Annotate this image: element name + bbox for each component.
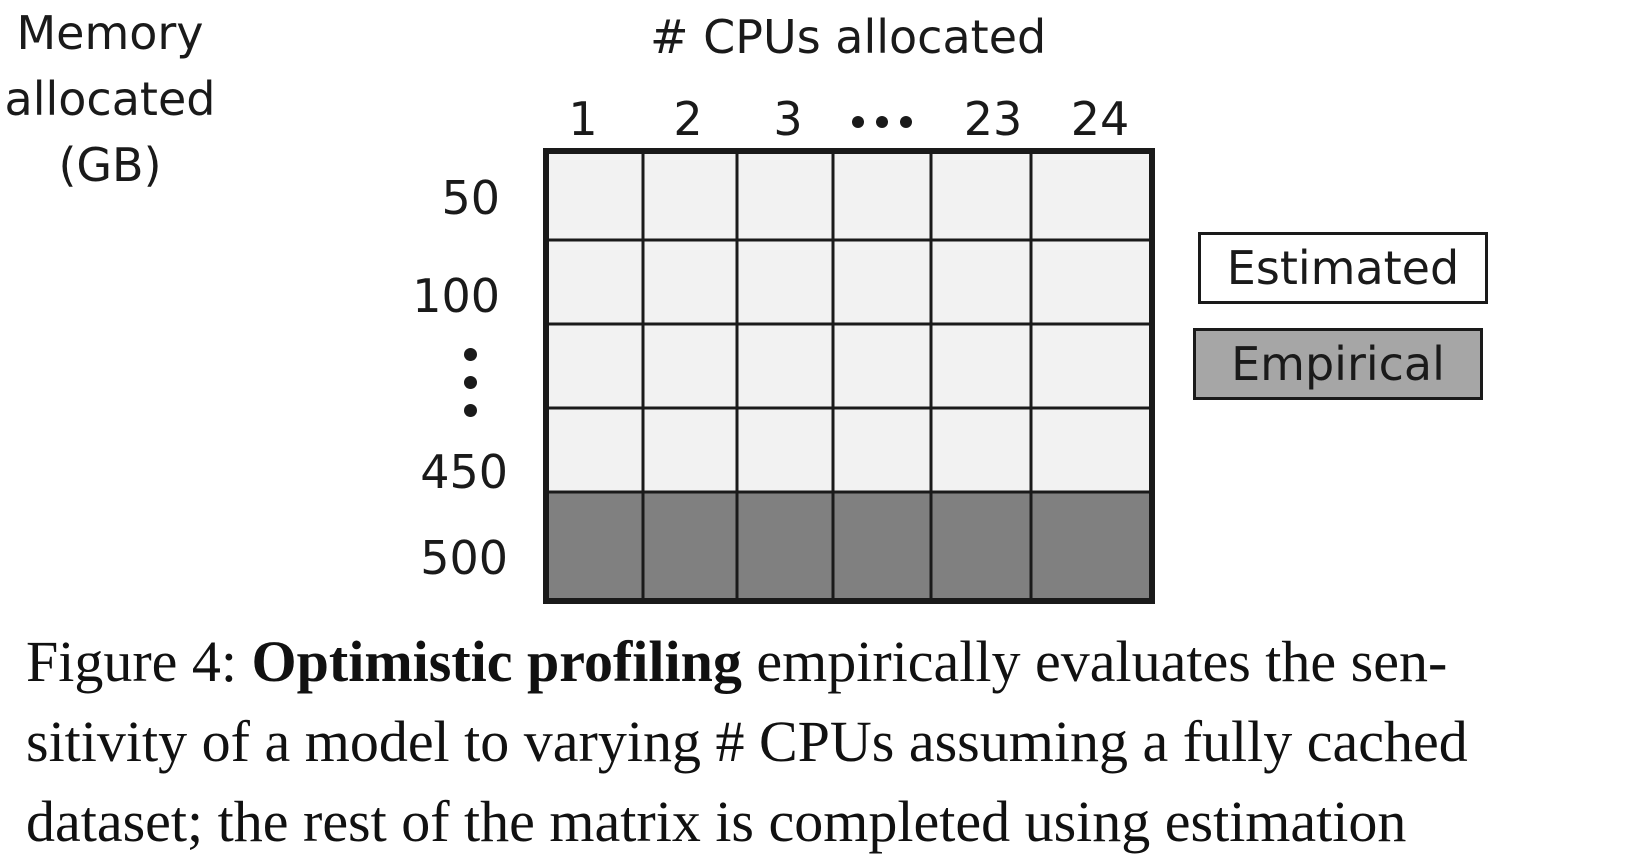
caption-line-1: Figure 4: Optimistic profiling empirical…	[26, 622, 1626, 702]
profiling-matrix	[543, 148, 1155, 604]
column-ellipsis-icon	[850, 112, 920, 132]
memory-axis-title-line-3: (GB)	[58, 138, 162, 192]
estimated-cell	[737, 240, 833, 324]
estimated-cell	[833, 240, 931, 324]
estimated-cell	[931, 240, 1031, 324]
figure-caption: Figure 4: Optimistic profiling empirical…	[26, 622, 1626, 862]
column-label-23: 23	[963, 92, 1023, 146]
estimated-cell	[643, 324, 737, 408]
legend-empirical-label: Empirical	[1231, 337, 1445, 391]
matrix-border	[543, 148, 1155, 604]
estimated-cell	[737, 148, 833, 240]
estimated-cell	[1031, 240, 1155, 324]
empirical-cell	[643, 492, 737, 604]
estimated-cell	[543, 324, 643, 408]
estimated-cell	[931, 324, 1031, 408]
caption-bold-term: Optimistic profiling	[251, 629, 742, 694]
estimated-cell	[737, 408, 833, 492]
empirical-cell	[931, 492, 1031, 604]
legend-estimated: Estimated	[1198, 232, 1488, 304]
legend-empirical: Empirical	[1193, 328, 1483, 400]
memory-axis-title-line-1: Memory	[16, 6, 204, 60]
row-ellipsis-icon	[460, 348, 480, 420]
estimated-cell	[643, 148, 737, 240]
cpus-axis-title: # CPUs allocated	[650, 10, 1047, 64]
estimated-cell	[643, 240, 737, 324]
memory-axis-title: Memory allocated (GB)	[0, 0, 220, 198]
row-label-500: 500	[420, 531, 508, 585]
caption-prefix: Figure 4:	[26, 629, 252, 694]
estimated-cell	[1031, 408, 1155, 492]
empirical-cell	[737, 492, 833, 604]
column-label-3: 3	[773, 92, 803, 146]
profiling-matrix-figure: # CPUs allocated 1 2 3 23 24 Memory allo…	[0, 0, 1488, 604]
row-label-450: 450	[420, 445, 508, 499]
estimated-cell	[543, 240, 643, 324]
column-label-1: 1	[568, 92, 598, 146]
estimated-cell	[543, 408, 643, 492]
estimated-cell	[737, 324, 833, 408]
estimated-cell	[833, 148, 931, 240]
estimated-cell	[931, 408, 1031, 492]
empirical-cell	[543, 492, 643, 604]
column-label-2: 2	[673, 92, 703, 146]
caption-line-1-rest: empirically evaluates the sen-	[741, 629, 1448, 694]
estimated-cell	[1031, 148, 1155, 240]
row-label-100: 100	[412, 269, 500, 323]
estimated-cell	[643, 408, 737, 492]
caption-line-2: sitivity of a model to varying # CPUs as…	[26, 709, 1468, 774]
legend-estimated-label: Estimated	[1226, 241, 1460, 295]
empirical-cell	[833, 492, 931, 604]
memory-axis-title-line-2: allocated	[4, 72, 216, 126]
estimated-cell	[543, 148, 643, 240]
column-label-24: 24	[1070, 92, 1130, 146]
estimated-cell	[931, 148, 1031, 240]
estimated-cell	[1031, 324, 1155, 408]
empirical-cell	[1031, 492, 1155, 604]
estimated-cell	[833, 324, 931, 408]
estimated-cell	[833, 408, 931, 492]
caption-line-3: dataset; the rest of the matrix is compl…	[26, 789, 1407, 854]
row-label-50: 50	[441, 171, 500, 225]
